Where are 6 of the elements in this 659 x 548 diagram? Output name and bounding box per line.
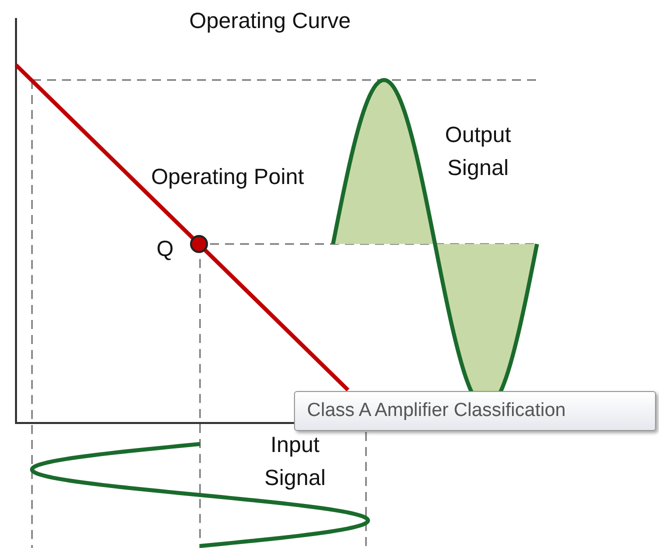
tooltip: Class A Amplifier Classification [294, 391, 656, 431]
point-name: Q [155, 235, 175, 263]
signal-label: Input Signal [263, 431, 327, 492]
signal-label: Output Signal [444, 121, 512, 182]
chart-title: Operating Curve [188, 7, 352, 35]
point-label: Operating Point [150, 163, 305, 191]
